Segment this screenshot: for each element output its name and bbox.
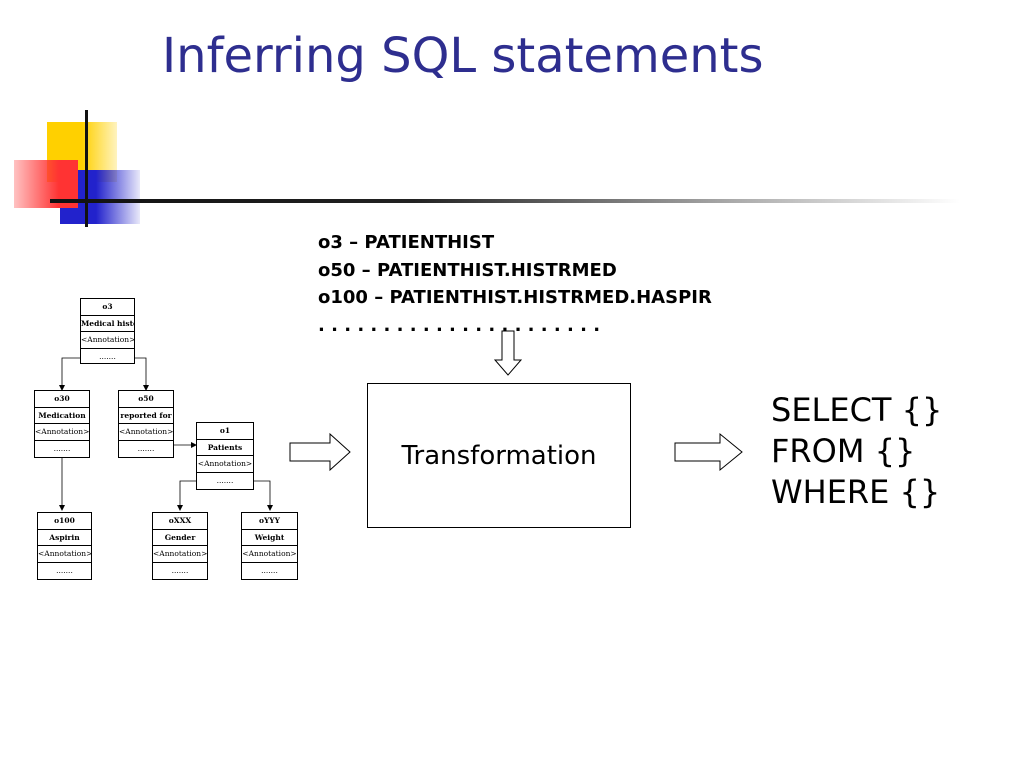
mapping-line: o50 – PATIENTHIST.HISTRMED — [318, 259, 617, 281]
node-oyyy: oYYY Weight <Annotation> ....... — [241, 512, 298, 580]
node-label: Aspirin — [38, 530, 91, 546]
mapping-ellipsis: . . . . . . . . . . . . . . . . . . . . … — [318, 314, 601, 336]
node-annotation: <Annotation> — [119, 424, 173, 441]
node-id: o1 — [197, 423, 253, 440]
node-o100: o100 Aspirin <Annotation> ....... — [37, 512, 92, 580]
node-more: ....... — [53, 443, 71, 453]
node-label: Weight — [242, 530, 297, 546]
node-more: ....... — [261, 565, 278, 575]
transformation-label: Transformation — [401, 440, 597, 471]
edge-o3-o50 — [135, 357, 149, 391]
node-id: oXXX — [153, 513, 207, 530]
node-more: ....... — [56, 565, 73, 575]
node-more: ....... — [216, 475, 234, 485]
node-annotation: <Annotation> — [153, 546, 207, 563]
node-annotation: <Annotation> — [38, 546, 91, 563]
edge-o3-o30 — [59, 357, 81, 391]
node-annotation: <Annotation> — [35, 424, 89, 441]
node-annotation: <Annotation> — [197, 456, 253, 473]
vertical-rule — [85, 110, 88, 227]
node-label: reported for — [119, 408, 173, 424]
node-oxxx: oXXX Gender <Annotation> ....... — [152, 512, 208, 580]
sql-from-line: FROM {} — [771, 432, 916, 470]
logo-decoration — [0, 0, 200, 240]
node-id: o50 — [119, 391, 173, 408]
edge-o1-oyyy — [254, 480, 273, 511]
slide-title: Inferring SQL statements — [162, 28, 764, 84]
arrow-transform-to-sql — [674, 432, 743, 472]
horizontal-rule — [50, 199, 960, 203]
node-id: o3 — [81, 299, 134, 316]
node-more: ....... — [99, 351, 116, 361]
sql-template: SELECT {} FROM {} WHERE {} — [771, 390, 942, 513]
node-o3: o3 Medical history <Annotation> ....... — [80, 298, 135, 364]
sql-where-line: WHERE {} — [771, 473, 941, 511]
node-annotation: <Annotation> — [242, 546, 297, 563]
node-more: ....... — [137, 443, 155, 453]
sql-select-line: SELECT {} — [771, 391, 943, 429]
arrow-mapping-down — [493, 330, 523, 376]
mapping-line: o100 – PATIENTHIST.HISTRMED.HASPIR — [318, 287, 712, 308]
mapping-list: o3 – PATIENTHIST o50 – PATIENTHIST.HISTR… — [318, 229, 712, 339]
node-label: Patients — [197, 440, 253, 456]
node-o50: o50 reported for <Annotation> ....... — [118, 390, 174, 458]
node-id: o30 — [35, 391, 89, 408]
node-o1: o1 Patients <Annotation> ....... — [196, 422, 254, 490]
node-label: Gender — [153, 530, 207, 546]
node-more: ....... — [171, 565, 189, 575]
node-id: o100 — [38, 513, 91, 530]
mapping-line: o3 – PATIENTHIST — [318, 232, 495, 253]
node-o30: o30 Medication <Annotation> ....... — [34, 390, 90, 458]
node-annotation: <Annotation> — [81, 332, 134, 349]
arrow-tree-to-transform — [289, 432, 351, 472]
node-label: Medication — [35, 408, 89, 424]
node-label: Medical history — [81, 316, 134, 332]
edge-o1-oxxx — [177, 480, 197, 511]
node-id: oYYY — [242, 513, 297, 530]
transformation-box: Transformation — [367, 383, 631, 528]
